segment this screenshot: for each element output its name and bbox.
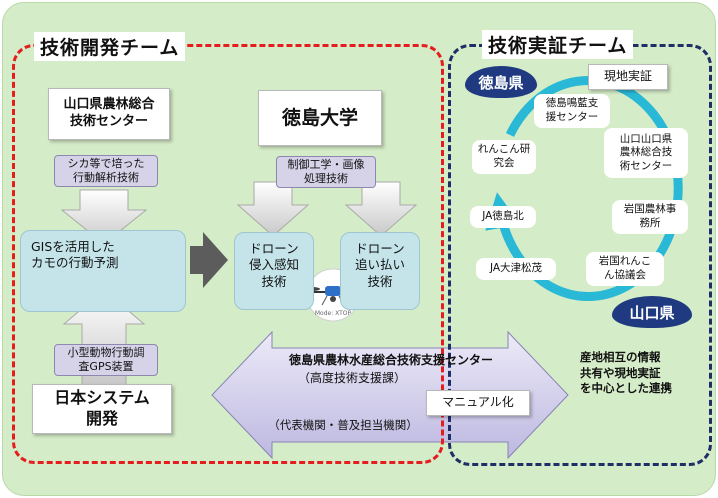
nihon-system-box: 日本システム 開発 — [32, 384, 172, 434]
field-demo-box: 現地実証 — [588, 64, 668, 90]
gis-line2: カモの行動予測 — [31, 255, 119, 271]
node-iwakuni-office-line1: 岩国農林事 — [623, 203, 677, 216]
drone-detect-line3: 技術 — [261, 273, 287, 289]
demo-node-yamaguchi-center: 山口山口県 農林総合技 術センター — [604, 128, 688, 178]
control-tag-line2: 処理技術 — [304, 172, 348, 185]
manual-box: マニュアル化 — [426, 390, 530, 416]
right-arrow-to-drones — [190, 232, 228, 288]
drone-detect-line1: ドローン — [249, 241, 299, 256]
down-arrow-yamaguchi — [60, 189, 148, 245]
deer-tech-tag: シカ等で培った 行動解析技術 — [54, 155, 158, 187]
yamaguchi-center-line1: 山口県農林総合 — [63, 97, 155, 113]
demo-team-title: 技術実証チーム — [482, 30, 634, 59]
node-naruto-line2: 援センター — [545, 111, 599, 123]
support-center-double-arrow — [211, 330, 569, 460]
gps-tag-line2: 査GPS装置 — [78, 360, 134, 373]
support-center-dept: （高度技術支援課） — [297, 371, 406, 386]
demo-node-ja-otsu: JA大津松茂 — [476, 258, 556, 280]
gis-prediction-box: GISを活用した カモの行動予測 — [20, 230, 186, 312]
tokushima-univ-box: 徳島大学 — [258, 90, 382, 146]
drone-photo-caption: Mode: XTOP — [314, 310, 352, 318]
down-arrow-drone-chase — [344, 181, 418, 237]
gps-device-tag: 小型動物行動調 査GPS装置 — [54, 344, 158, 376]
demo-node-lotus-research: れんこん研 究会 — [472, 140, 536, 174]
tokushima-pref-badge: 徳島県 — [465, 66, 537, 98]
yamaguchi-pref-badge: 山口県 — [612, 296, 692, 328]
drone-chase-line2: 追い払い — [354, 257, 405, 273]
node-naruto-line1: 徳島鳴藍支 — [545, 97, 599, 110]
note-line3: を中心とした連携 — [580, 381, 672, 396]
drone-chase-box: ドローン 追い払い 技術 — [340, 232, 420, 310]
control-tag-line1: 制御工学・画像 — [287, 157, 365, 171]
demo-node-ja-tokushima: JA徳島北 — [470, 206, 536, 228]
gis-line1: GISを活用した — [31, 239, 115, 254]
yamaguchi-center-box: 山口県農林総合 技術センター — [48, 88, 170, 140]
deer-tag-line2: 行動解析技術 — [73, 171, 139, 184]
drone-chase-line1: ドローン — [355, 241, 405, 256]
node-lotus-research-line2: 究会 — [493, 157, 515, 169]
nihon-system-line2: 開発 — [85, 409, 118, 428]
node-yamaguchi-line3: 術センター — [619, 159, 673, 172]
node-iwakuni-lotus-line1: 岩国れんこ — [598, 255, 652, 268]
demo-node-iwakuni-lotus: 岩国れんこ ん協議会 — [586, 252, 664, 286]
nihon-system-line1: 日本システム — [54, 388, 150, 408]
yamaguchi-center-line2: 技術センター — [69, 114, 148, 129]
drone-chase-line3: 技術 — [367, 273, 393, 289]
dev-team-title: 技術開発チーム — [34, 32, 186, 61]
node-iwakuni-office-line2: 務所 — [639, 217, 661, 229]
demo-node-iwakuni-office: 岩国農林事 務所 — [612, 200, 688, 234]
control-tech-tag: 制御工学・画像 処理技術 — [276, 156, 376, 188]
node-yamaguchi-line1: 山口山口県 — [619, 132, 673, 145]
support-center-name: 徳島県農林水産総合技術支援センター — [288, 353, 493, 368]
node-iwakuni-lotus-line2: ん協議会 — [604, 269, 646, 281]
node-lotus-research-line1: れんこん研 — [477, 143, 531, 156]
node-yamaguchi-line2: 農林総合技 — [619, 146, 673, 159]
note-line1: 産地相互の情報 — [580, 350, 661, 364]
note-line2: 共有や現地実証 — [580, 365, 661, 380]
demo-team-note: 産地相互の情報 共有や現地実証 を中心とした連携 — [580, 350, 672, 397]
dev-team-zone — [12, 44, 444, 464]
deer-tag-line1: シカ等で培った — [67, 156, 145, 170]
support-center-role: （代表機関・普及担当機関） — [268, 417, 418, 432]
drone-detect-line2: 侵入感知 — [248, 257, 299, 273]
drone-detect-box: ドローン 侵入感知 技術 — [234, 232, 314, 310]
gps-tag-line1: 小型動物行動調 — [67, 345, 145, 359]
demo-node-naruto: 徳島鳴藍支 援センター — [534, 94, 610, 128]
